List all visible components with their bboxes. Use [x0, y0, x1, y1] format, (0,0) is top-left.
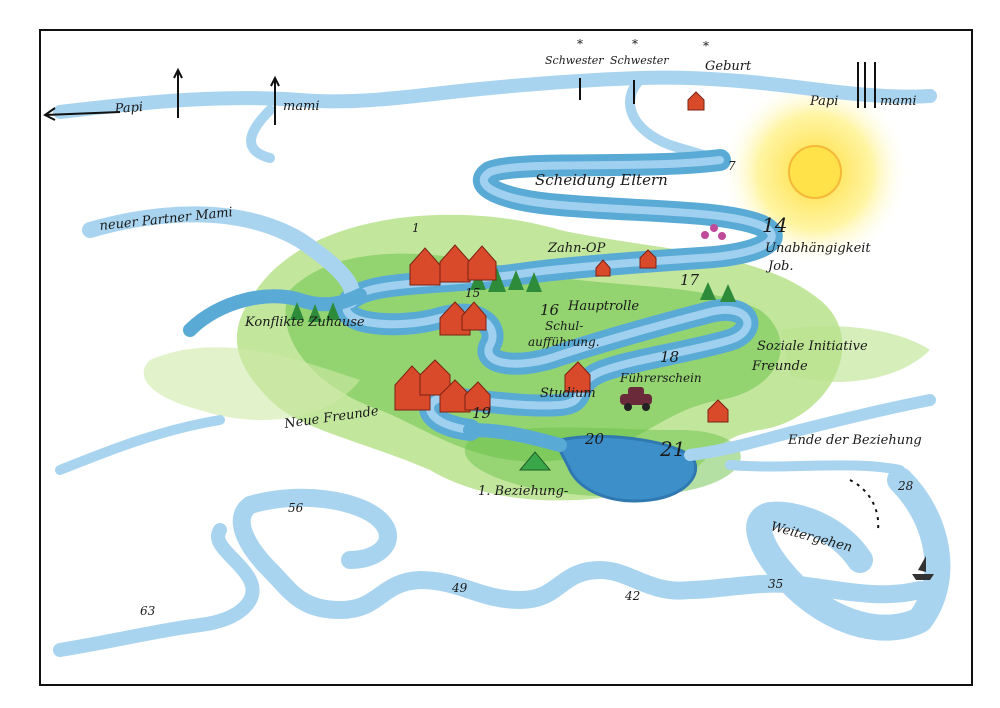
age-49: 49: [451, 581, 468, 595]
label-beziehung: 1. Beziehung-: [478, 484, 568, 499]
label-unabhaengigkeit: Unabhängigkeit: [765, 241, 871, 256]
age-56: 56: [288, 501, 304, 515]
figures: [43, 62, 880, 531]
label-mami-left: mami: [283, 99, 320, 114]
label-schwester-1: Schwester: [545, 54, 604, 67]
label-freunde: Freunde: [751, 359, 808, 374]
house-icon-group-childhood: [409, 244, 497, 286]
label-studium: Studium: [540, 386, 596, 401]
age-1: 1: [412, 221, 420, 235]
star-icon-sister-1: *: [577, 37, 583, 51]
age-16: 16: [540, 301, 560, 319]
house-icon-birth: [687, 91, 705, 111]
house-icon-right: [707, 399, 729, 423]
label-ende-beziehung: Ende der Beziehung: [787, 433, 922, 448]
flowers-icon: [701, 224, 726, 240]
age-18: 18: [660, 348, 679, 366]
star-icon-sister-2: *: [632, 37, 638, 51]
car-icon: [620, 387, 652, 411]
age-35: 35: [768, 577, 783, 591]
arrow-past: [43, 107, 121, 121]
star-icon-birth: *: [703, 39, 709, 53]
age-21: 21: [659, 437, 685, 461]
label-papi-left: Papi: [113, 100, 143, 117]
label-scheidung: Scheidung Eltern: [535, 171, 668, 189]
label-schul: Schul-: [545, 319, 583, 333]
age-28: 28: [897, 479, 914, 493]
age-42: 42: [624, 589, 640, 603]
house-icon-group-15: [439, 301, 487, 336]
label-fuehrerschein: Führerschein: [619, 371, 702, 385]
houses: [394, 91, 729, 423]
figure-papi-right: [857, 62, 866, 108]
age-19: 19: [472, 404, 492, 422]
age-17: 17: [680, 271, 700, 289]
house-icon-group-19: [394, 359, 491, 413]
age-7: 7: [728, 159, 736, 173]
sailboat-icon: [912, 556, 934, 580]
figure-mami-left: [270, 75, 280, 125]
age-63: 63: [140, 604, 156, 618]
figure-papi-left: [173, 67, 183, 118]
label-job: Job.: [765, 259, 794, 274]
label-auffuehrung: aufführung.: [528, 335, 600, 349]
house-icon-studium: [564, 361, 591, 393]
label-mami-right: mami: [880, 94, 917, 109]
label-papi-right: Papi: [809, 94, 838, 109]
age-markers: 1 7 14 15 16 17 18 19 20 21 28 35 42 49 …: [140, 159, 914, 618]
label-soziale: Soziale Initiative: [757, 339, 868, 354]
label-konflikte: Konflikte Zuhause: [244, 315, 365, 330]
age-15: 15: [465, 286, 480, 300]
age-20: 20: [584, 430, 605, 448]
house-icon-zahn-op-2: [595, 259, 611, 277]
label-zahn-op: Zahn-OP: [547, 241, 606, 256]
house-icon-zahn-op: [639, 249, 657, 269]
tent-icon: [518, 451, 552, 471]
label-hauptrolle: Hauptrolle: [567, 299, 639, 314]
label-schwester-2: Schwester: [610, 54, 669, 67]
forest: [290, 268, 736, 322]
label-geburt: Geburt: [705, 59, 752, 74]
age-14: 14: [762, 213, 787, 237]
